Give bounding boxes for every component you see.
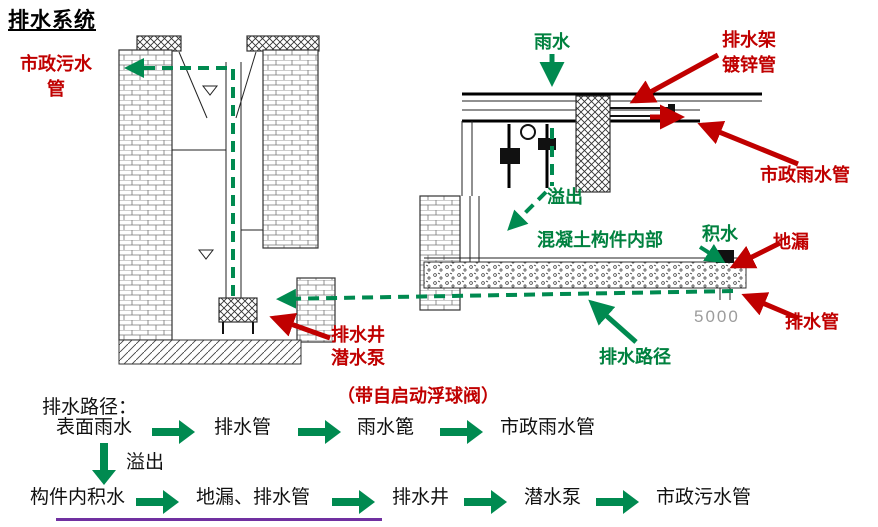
overflow-dash-arrow — [507, 190, 548, 231]
flow-arrow-down-icon — [92, 443, 116, 485]
flow-item-surface-rainwater: 表面雨水 — [56, 417, 133, 438]
flow-arrow-icon — [330, 490, 376, 514]
arrow-to-drain-rack — [629, 52, 720, 104]
label-rainwater: 雨水 — [534, 32, 570, 52]
label-municipal-sewage-pipe: 市政污水管 — [20, 54, 92, 100]
dimension-5000: 5000 — [694, 307, 740, 326]
flow-item-drain-pipe: 排水管 — [214, 417, 272, 438]
arrow-to-drain-pipe — [741, 292, 799, 321]
label-drain-well: 排水井 — [331, 325, 385, 345]
drainage-path-lines — [124, 54, 734, 344]
arrow-to-municipal-rainwater — [697, 120, 799, 167]
drainage-path-pointer-arrow — [588, 299, 638, 344]
label-municipal-rainwater-pipe: 市政雨水管 — [760, 165, 850, 185]
flow-overflow-label: 溢出 — [126, 452, 165, 473]
flow-arrow-icon — [462, 490, 508, 514]
arrow-to-floor-drain — [729, 240, 782, 269]
label-drainage-path: 排水路径 — [599, 347, 671, 367]
flow-item-submersible-pump: 潜水泵 — [524, 487, 582, 508]
flow-arrow-icon — [134, 490, 180, 514]
sump-pit-drawing — [118, 35, 336, 365]
label-floor-drain: 地漏 — [773, 232, 809, 252]
label-galvanized-pipe: 镀锌管 — [722, 55, 776, 76]
flow-arrow-icon — [296, 420, 342, 444]
bottom-divider-line — [56, 518, 382, 521]
label-drain-rack-group: 排水架 镀锌管 — [722, 28, 776, 78]
ponding-dash-arrow — [698, 243, 726, 264]
flow-item-member-ponding: 构件内积水 — [30, 487, 126, 508]
flow-item-drain-well: 排水井 — [392, 487, 450, 508]
flow-arrow-icon — [438, 420, 484, 444]
flow-arrow-icon — [594, 490, 640, 514]
submersible-pump-symbol — [218, 297, 258, 334]
label-drain-rack: 排水架 — [722, 30, 776, 50]
label-float-valve-note: （带自启动浮球阀） — [337, 386, 499, 406]
well-to-sewage-dash — [124, 58, 235, 296]
flow-item-floordrain-pipe: 地漏、排水管 — [196, 487, 311, 508]
arrow-to-well-pump — [269, 312, 331, 341]
flow-item-municipal-rainwater: 市政雨水管 — [500, 417, 596, 438]
red-callout-arrows — [269, 52, 799, 341]
page-title: 排水系统 — [8, 9, 96, 32]
label-ponding: 积水 — [702, 224, 738, 244]
slab-to-well-dash — [276, 288, 734, 309]
roof-drain-pipes — [500, 124, 556, 188]
flow-heading: 排水路径： — [42, 397, 138, 418]
flow-arrow-icon — [150, 420, 196, 444]
label-concrete-member-interior: 混凝土构件内部 — [537, 230, 663, 250]
label-overflow: 溢出 — [547, 187, 583, 207]
label-submersible-pump: 潜水泵 — [331, 347, 385, 368]
flow-item-municipal-sewage: 市政污水管 — [656, 487, 752, 508]
label-drain-pipe: 排水管 — [785, 312, 839, 332]
roof-drain-drawing — [419, 92, 762, 311]
flow-item-rain-grate: 雨水篦 — [357, 417, 415, 438]
label-well-pump-group: 排水井 潜水泵 — [331, 324, 385, 369]
